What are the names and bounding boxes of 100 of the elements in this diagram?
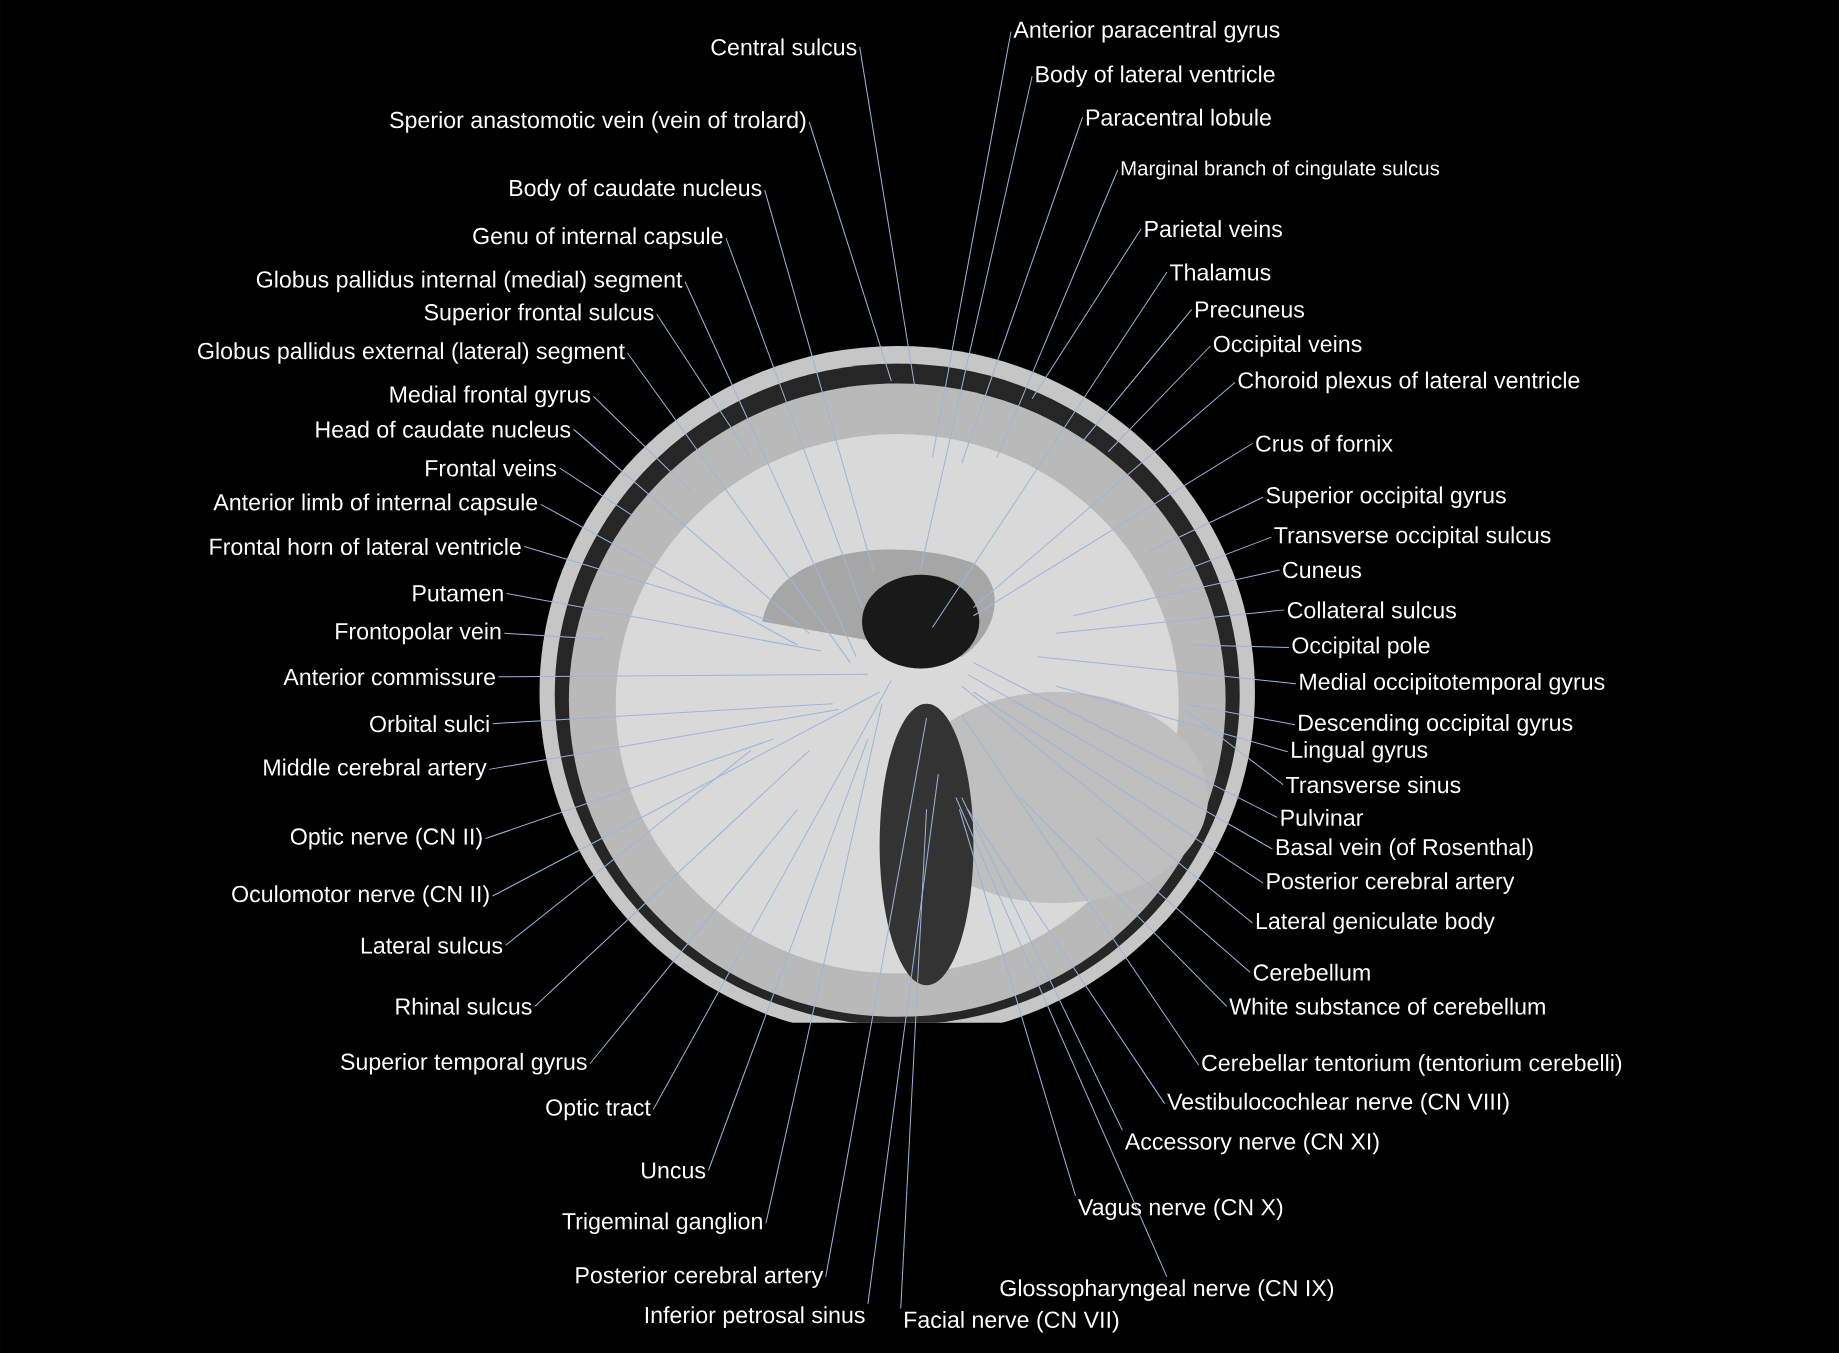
leader-line: [931, 30, 1012, 458]
structure-label: Sperior anastomotic vein (vein of trolard): [390, 110, 806, 133]
leader-line: [589, 808, 799, 1065]
structure-label: Head of caudate nucleus: [316, 420, 571, 438]
leader-line: [1078, 308, 1193, 446]
structure-label: Paracentral lobule: [1086, 108, 1271, 126]
leader-line: [592, 395, 693, 493]
structure-label: Facial nerve (CN VII): [905, 1310, 1119, 1333]
leader-line: [1107, 345, 1211, 452]
leader-line: [488, 708, 840, 770]
leader-line: [961, 796, 1123, 1131]
structure-label: Pulvinar: [1281, 808, 1364, 826]
leader-line: [540, 503, 799, 646]
structure-label: Transverse occipital sulcus: [1274, 526, 1551, 548]
structure-label: Oculomotor nerve (CN II): [232, 885, 489, 907]
structure-label: Parietal veins: [1145, 219, 1282, 237]
structure-label: Cerebellar tentorium (tentorium cerebelli): [1202, 1053, 1622, 1076]
structure-label: Marginal branch of cingulate sulcus: [1121, 160, 1440, 180]
leader-line: [931, 271, 1168, 628]
structure-label: Central sulcus: [711, 38, 857, 56]
leader-line: [505, 749, 752, 946]
structure-label: Medial frontal gyrus: [390, 385, 591, 407]
structure-label: Middle cerebral artery: [264, 758, 487, 780]
structure-label: Collateral sulcus: [1287, 601, 1456, 619]
structure-label: Rhinal sulcus: [396, 997, 532, 1015]
structure-label: Frontal horn of lateral ventricle: [210, 537, 521, 555]
leader-line: [1037, 656, 1297, 685]
leader-line: [764, 189, 875, 573]
leader-line: [534, 749, 810, 1007]
leader-line: [1148, 496, 1264, 552]
leader-line: [492, 703, 834, 724]
structure-label: Frontal veins: [426, 459, 557, 477]
leader-line: [1031, 228, 1142, 400]
leader-line: [485, 738, 775, 839]
leader-line: [961, 116, 1084, 464]
leader-line: [1072, 569, 1281, 616]
structure-label: Cerebellum: [1253, 963, 1370, 981]
leader-line: [900, 808, 928, 1309]
structure-label: Lingual gyrus: [1292, 740, 1428, 763]
structure-label: Choroid plexus of lateral ventricle: [1238, 371, 1580, 393]
structure-label: Anterior paracentral gyrus: [1013, 20, 1280, 43]
structure-label: Globus pallidus external (lateral) segment: [198, 342, 625, 364]
structure-label: Posterior cerebral artery: [1267, 872, 1515, 894]
structure-label: Frontopolar vein: [336, 622, 501, 644]
leader-line: [652, 679, 892, 1110]
leader-line: [972, 381, 1236, 608]
structure-label: Posterior cerebral artery: [576, 1266, 824, 1288]
leader-line: [1019, 796, 1228, 1007]
structure-label: Cuneus: [1283, 561, 1362, 578]
leader-line: [523, 545, 775, 622]
structure-label: Optic nerve (CN II): [290, 827, 482, 850]
structure-label: Lateral sulcus: [361, 936, 503, 954]
leader-line: [920, 75, 1033, 570]
structure-label: Basal vein (of Rosenthal): [1276, 838, 1533, 860]
structure-label: Crus of fornix: [1256, 434, 1393, 452]
structure-label: Uncus: [642, 1162, 706, 1179]
leader-line: [725, 237, 863, 608]
leader-line: [825, 717, 928, 1278]
leader-line: [1172, 536, 1272, 575]
leader-line: [707, 738, 869, 1171]
structure-label: Orbital sulci: [370, 714, 489, 732]
leader-line: [972, 661, 1278, 818]
leader-line: [558, 467, 634, 517]
leader-line: [506, 592, 822, 652]
leader-line: [996, 169, 1119, 458]
leader-line: [492, 691, 881, 897]
structure-label: Superior temporal gyrus: [341, 1052, 587, 1075]
leader-line: [573, 428, 810, 634]
leader-line: [497, 673, 869, 677]
structure-label: Superior frontal sulcus: [424, 303, 654, 325]
structure-label: Accessory nerve (CN XI): [1124, 1132, 1379, 1155]
leader-line: [503, 632, 605, 640]
leader-line: [656, 313, 752, 458]
structure-label: Optic tract: [546, 1098, 651, 1121]
structure-label: Lateral geniculate body: [1256, 912, 1495, 934]
leader-line: [961, 714, 1200, 1066]
structure-label: Inferior petrosal sinus: [645, 1306, 865, 1328]
leader-line: [859, 46, 916, 388]
leader-line: [1184, 703, 1296, 726]
structure-label: Occipital veins: [1213, 334, 1362, 357]
leader-line: [684, 280, 857, 658]
leader-line: [972, 442, 1254, 616]
leader-line: [972, 691, 1264, 884]
leader-line: [808, 121, 892, 382]
structure-label: Genu of internal capsule: [473, 227, 723, 249]
structure-label: Putamen: [413, 585, 503, 602]
structure-label: Anterior limb of internal capsule: [213, 493, 538, 515]
leader-line: [1189, 644, 1290, 648]
structure-label: Anterior commissure: [283, 668, 495, 685]
structure-label: Precuneus: [1195, 301, 1305, 318]
leader-line: [967, 673, 1274, 850]
leader-line: [958, 808, 1076, 1197]
structure-label: Body of lateral ventricle: [1036, 65, 1275, 87]
leader-line: [955, 796, 1168, 1278]
structure-label: Occipital pole: [1292, 636, 1430, 658]
leader-line: [867, 773, 939, 1305]
leader-line: [1096, 837, 1251, 973]
structure-label: Medial occipitotemporal gyrus: [1300, 672, 1605, 695]
structure-label: Transverse sinus: [1286, 775, 1461, 793]
leader-line: [1055, 609, 1285, 634]
